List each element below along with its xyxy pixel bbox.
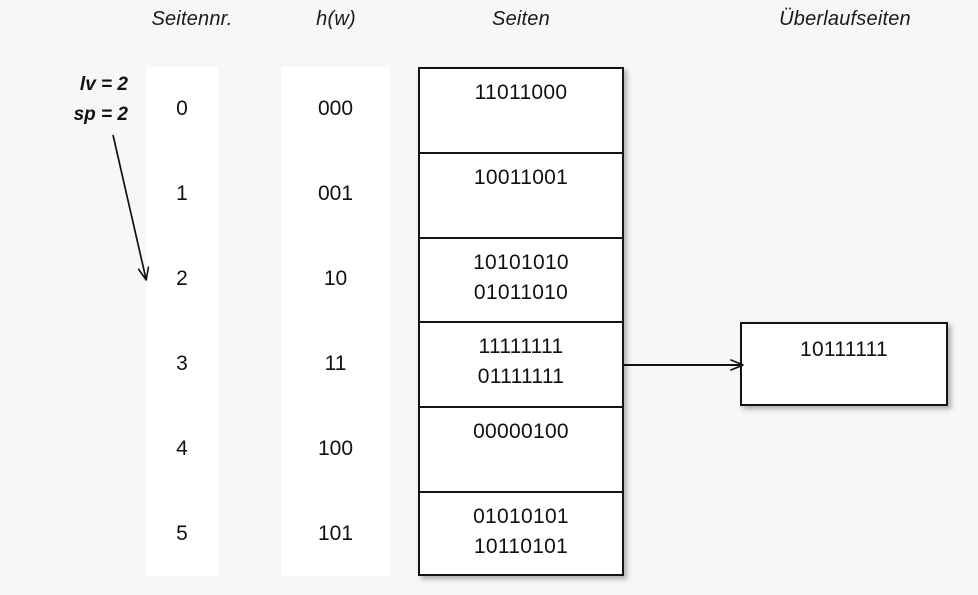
record-value: 11011000 [474,81,568,104]
seiten-bucket-table: 11011000 10011001 10101010 01011010 1111… [418,67,624,576]
page-cell-0: 11011000 [420,69,622,154]
page-cell-5: 01010101 10110101 [420,493,622,578]
record-value: 00000100 [473,420,569,444]
seitennr-column: 0 1 2 3 4 5 [146,67,218,576]
record-value: 01010101 [473,505,569,529]
hash-value-cell-4: 100 [317,436,354,460]
hash-value-cell-5: 101 [317,521,354,545]
overflow-page-box: 10111111 [740,322,948,406]
hash-value-cell-3: 11 [324,351,347,375]
column-header-ueberlaufseiten: Überlaufseiten [779,8,911,30]
hash-value-cell-2: 10 [323,267,348,291]
record-value: 10110101 [473,535,569,559]
record-value: 10101010 [473,250,569,274]
page-cell-2: 10101010 01011010 [420,239,622,324]
record-value: 11111111 [478,335,564,359]
column-header-hash-function: h(w) [316,8,356,30]
hash-value-cell-1: 001 [317,182,354,206]
page-cell-3: 11111111 01111111 [420,323,622,409]
hash-value-cell-0: 000 [317,97,354,121]
overflow-record-value: 10111111 [799,338,889,361]
parameter-annotations: lv = 2 sp = 2 [18,70,128,130]
seitennr-cell-2: 2 [176,267,188,291]
param-lv: lv = 2 [79,74,128,95]
page-cell-1: 10011001 [420,154,622,239]
record-value: 01011010 [473,280,569,304]
seitennr-cell-4: 4 [176,436,188,460]
seitennr-cell-5: 5 [176,521,188,545]
record-value: 10011001 [473,165,569,189]
page-cell-4: 00000100 [420,408,622,494]
seitennr-cell-0: 0 [176,97,188,121]
seitennr-cell-1: 1 [176,182,188,206]
param-sp: sp = 2 [73,104,128,125]
column-header-seitennr: Seitennr. [151,8,233,30]
hash-value-column: 000 001 10 11 100 101 [281,67,390,576]
column-header-seiten: Seiten [492,8,550,30]
seitennr-cell-3: 3 [176,351,188,375]
record-value: 01111111 [477,365,565,389]
sp-pointer-arrow [112,134,150,281]
